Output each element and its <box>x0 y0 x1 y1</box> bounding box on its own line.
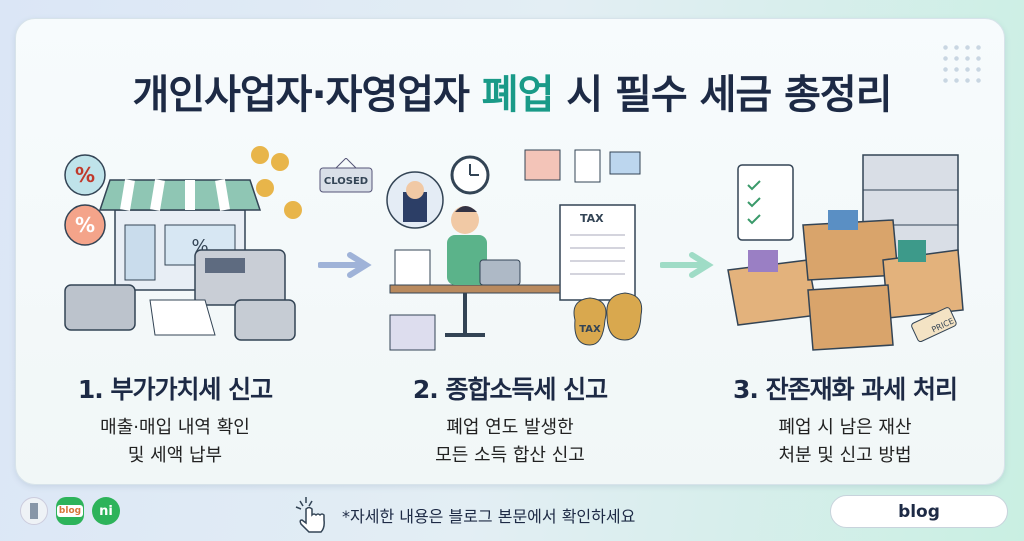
store-illustration: % % % <box>64 146 302 341</box>
bookmark-icon[interactable] <box>20 497 48 525</box>
office-illustration: TAX TAX <box>386 149 643 351</box>
svg-text:%: % <box>75 213 95 237</box>
decorative-dots <box>940 42 984 86</box>
svg-text:TAX: TAX <box>579 324 601 335</box>
arrow-right-icon <box>660 252 714 278</box>
step-description: 폐업 연도 발생한 <box>446 417 574 438</box>
step-description: 모든 소득 합산 신고 <box>435 445 585 466</box>
step-description: 폐업 시 남은 재산 <box>778 417 912 438</box>
step-title: 2. 종합소득세 신고 <box>412 375 608 404</box>
step-description: 및 세액 납부 <box>127 445 223 466</box>
step-vat: 1. 부가가치세 신고 매출·매입 내역 확인 및 세액 납부 <box>15 370 335 470</box>
svg-text:CLOSED: CLOSED <box>324 176 368 187</box>
step-remaining-goods: 3. 잔존재화 과세 처리 폐업 시 남은 재산 처분 및 신고 방법 <box>685 370 1005 470</box>
svg-text:TAX: TAX <box>580 212 604 225</box>
step-description: 처분 및 신고 방법 <box>778 445 912 466</box>
svg-text:%: % <box>75 163 95 187</box>
step-title: 3. 잔존재화 과세 처리 <box>732 375 958 404</box>
footer-hint: *자세한 내용은 블로그 본문에서 확인하세요 <box>292 495 635 535</box>
pointing-hand-icon <box>295 497 325 533</box>
blog-button[interactable]: blog <box>830 495 1008 528</box>
step-description: 매출·매입 내역 확인 <box>100 417 250 438</box>
naver-icon[interactable]: ni <box>92 497 120 525</box>
footer-icons: blog ni <box>20 497 120 525</box>
closed-sign: CLOSED <box>319 158 373 193</box>
blog-icon[interactable]: blog <box>56 497 84 525</box>
inventory-illustration: PRICE <box>727 154 964 351</box>
step-income-tax: 2. 종합소득세 신고 폐업 연도 발생한 모든 소득 합산 신고 <box>350 370 670 470</box>
page-title: 개인사업자·자영업자 폐업 시 필수 세금 총정리 <box>132 72 892 118</box>
step-title: 1. 부가가치세 신고 <box>77 375 273 404</box>
arrow-right-icon <box>318 252 372 278</box>
